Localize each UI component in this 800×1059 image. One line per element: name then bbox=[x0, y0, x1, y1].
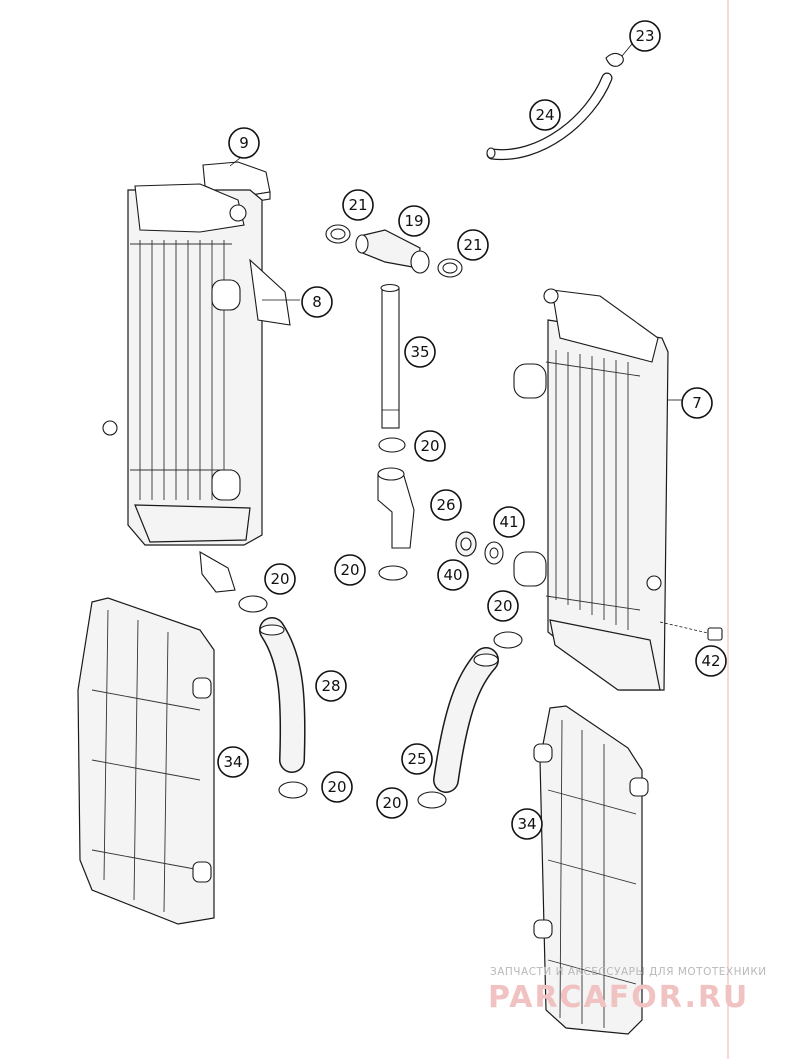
callout-20-middle-label: 20 bbox=[340, 561, 359, 579]
callout-42-label: 42 bbox=[701, 652, 720, 670]
callout-20-lower-left-label: 20 bbox=[327, 778, 346, 796]
callout-7-label: 7 bbox=[692, 394, 702, 412]
callout-40: 40 bbox=[437, 559, 469, 591]
callout-34-right: 34 bbox=[511, 808, 543, 840]
callout-28-label: 28 bbox=[321, 677, 340, 695]
callout-26: 26 bbox=[430, 489, 462, 521]
part-20-clamp-hose-25-top bbox=[493, 631, 523, 649]
callout-9: 9 bbox=[228, 127, 260, 159]
part-19-hose-connector bbox=[355, 229, 430, 274]
callout-20-lower-right: 20 bbox=[376, 787, 408, 819]
part-26-elbow-hose bbox=[377, 467, 415, 549]
callout-20-right-hose: 20 bbox=[487, 590, 519, 622]
callout-34-left: 34 bbox=[217, 746, 249, 778]
part-40-seal bbox=[455, 531, 477, 557]
callout-8: 8 bbox=[301, 286, 333, 318]
part-28-hose bbox=[259, 617, 306, 773]
callout-19-label: 19 bbox=[404, 212, 423, 230]
watermark-brand: PARCAFOR.RU bbox=[488, 980, 750, 1015]
callout-35-label: 35 bbox=[410, 343, 429, 361]
callout-25: 25 bbox=[401, 743, 433, 775]
callout-24: 24 bbox=[529, 99, 561, 131]
callout-28: 28 bbox=[315, 670, 347, 702]
callout-20-lower-left: 20 bbox=[321, 771, 353, 803]
callout-19: 19 bbox=[398, 205, 430, 237]
part-21-clamp-right bbox=[437, 258, 463, 278]
right-radiator-core-fins bbox=[545, 350, 641, 630]
part-34-left-radiator-guard bbox=[77, 597, 215, 925]
part-20-clamp-hose-28-top bbox=[238, 595, 268, 613]
part-42-bolt bbox=[659, 621, 723, 641]
callout-40-label: 40 bbox=[443, 566, 462, 584]
callout-41: 41 bbox=[493, 506, 525, 538]
callout-21-left-label: 21 bbox=[348, 196, 367, 214]
callout-20-left-hose-label: 20 bbox=[270, 570, 289, 588]
callout-35: 35 bbox=[404, 336, 436, 368]
part-21-clamp-left bbox=[325, 224, 351, 244]
part-23-clip bbox=[605, 43, 633, 67]
part-35-pipe bbox=[380, 283, 400, 429]
callout-34-left-label: 34 bbox=[223, 753, 242, 771]
part-41-washer bbox=[484, 541, 504, 565]
callout-20-upper-label: 20 bbox=[420, 437, 439, 455]
callout-7: 7 bbox=[681, 387, 713, 419]
callout-41-label: 41 bbox=[499, 513, 518, 531]
callout-26-label: 26 bbox=[436, 496, 455, 514]
part-25-hose bbox=[433, 647, 499, 793]
callout-20-right-hose-label: 20 bbox=[493, 597, 512, 615]
callout-42: 42 bbox=[695, 645, 727, 677]
part-20-clamp-upper bbox=[378, 437, 406, 453]
callout-9-label: 9 bbox=[239, 134, 249, 152]
callout-21-right: 21 bbox=[457, 229, 489, 261]
watermark-caption: ЗАПЧАСТИ И АКСЕССУАРЫ ДЛЯ МОТОТЕХНИКИ bbox=[490, 966, 767, 978]
callout-20-upper: 20 bbox=[414, 430, 446, 462]
callout-20-left-hose: 20 bbox=[264, 563, 296, 595]
callout-23: 23 bbox=[629, 20, 661, 52]
part-34-right-radiator-guard bbox=[533, 705, 649, 1035]
callout-25-label: 25 bbox=[407, 750, 426, 768]
part-20-clamp-middle bbox=[378, 565, 408, 581]
callout-24-label: 24 bbox=[535, 106, 554, 124]
callout-21-right-label: 21 bbox=[463, 236, 482, 254]
callout-20-lower-right-label: 20 bbox=[382, 794, 401, 812]
part-8-left-radiator bbox=[102, 183, 300, 593]
callout-34-right-label: 34 bbox=[517, 815, 536, 833]
callout-23-label: 23 bbox=[635, 27, 654, 45]
callout-21-left: 21 bbox=[342, 189, 374, 221]
callout-8-label: 8 bbox=[312, 293, 322, 311]
part-20-clamp-hose-25-bottom bbox=[417, 791, 447, 809]
part-7-right-radiator bbox=[513, 288, 682, 691]
callout-20-middle: 20 bbox=[334, 554, 366, 586]
part-20-clamp-hose-28-bottom bbox=[278, 781, 308, 799]
part-24-vent-hose bbox=[486, 72, 613, 161]
